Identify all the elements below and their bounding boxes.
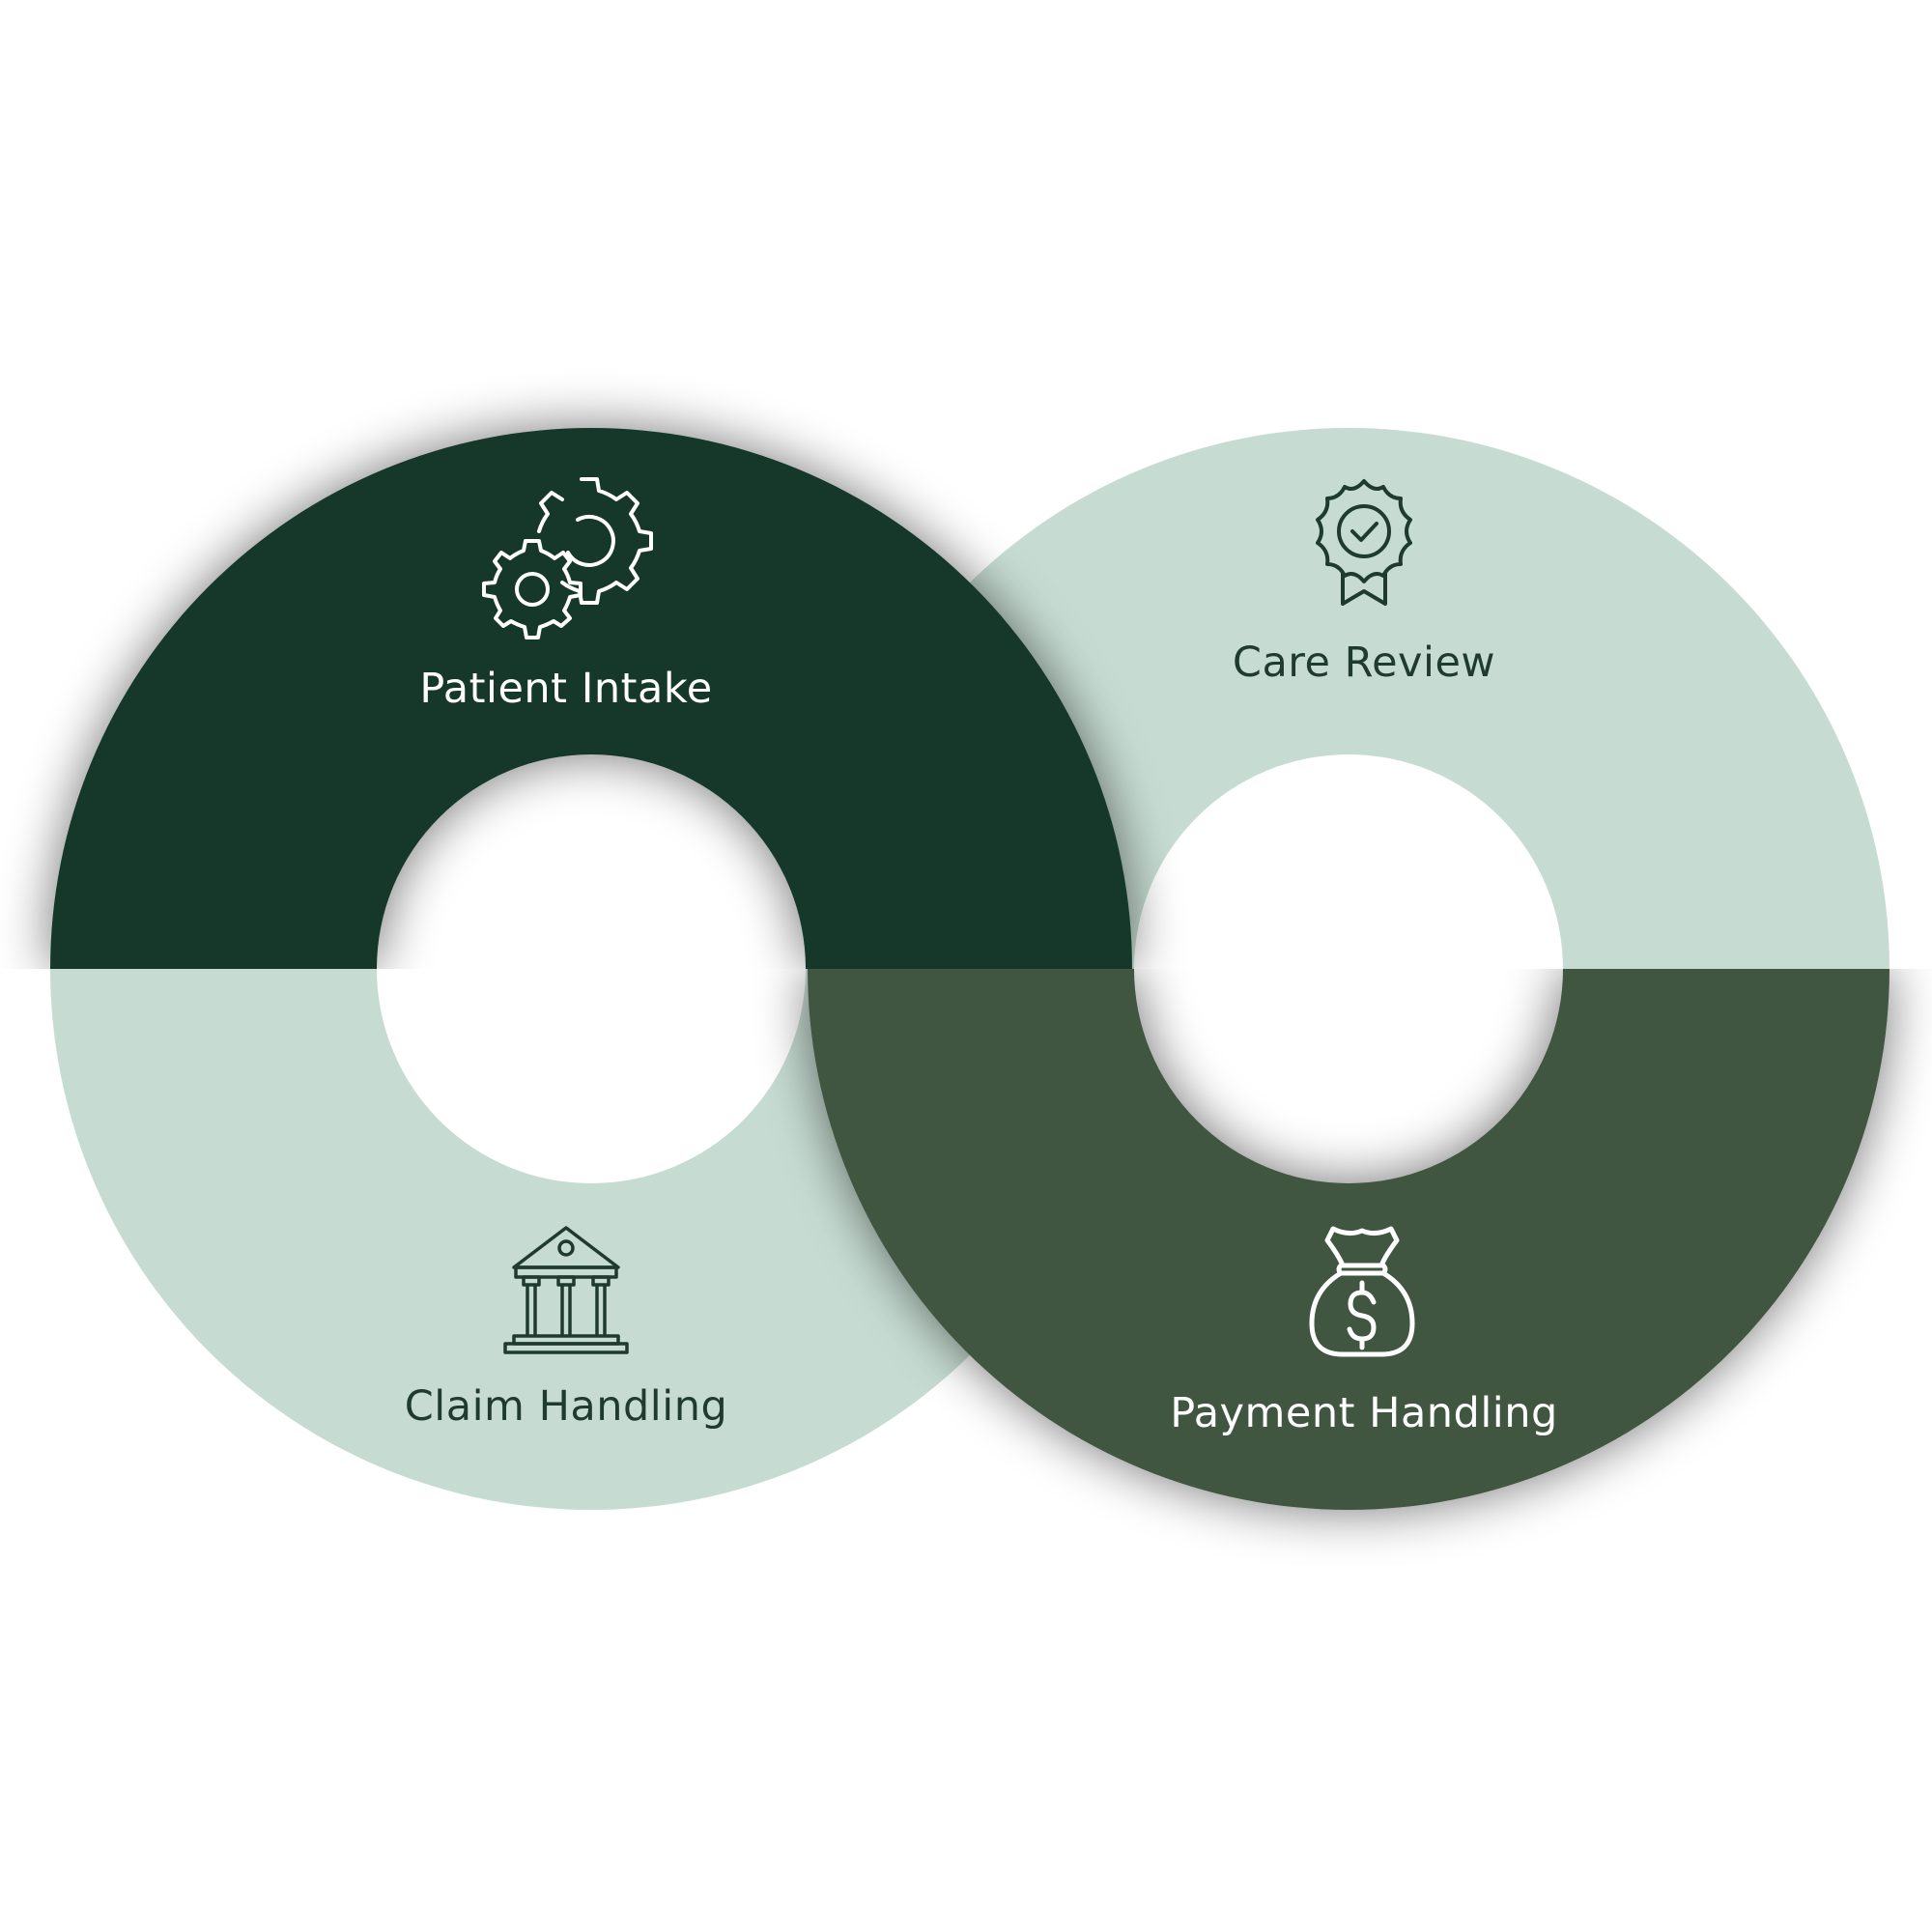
label-patient-intake: Patient Intake — [419, 665, 712, 713]
bank-building-icon — [503, 1226, 629, 1354]
gears-icon — [482, 477, 653, 639]
label-care-review: Care Review — [1233, 639, 1495, 687]
money-bag-icon — [1309, 1226, 1415, 1357]
certified-badge-icon — [1316, 479, 1412, 606]
segment-payment-handling — [808, 969, 1889, 1510]
segment-patient-intake — [50, 428, 1132, 969]
label-payment-handling: Payment Handling — [1170, 1389, 1558, 1437]
label-claim-handling: Claim Handling — [405, 1382, 728, 1431]
